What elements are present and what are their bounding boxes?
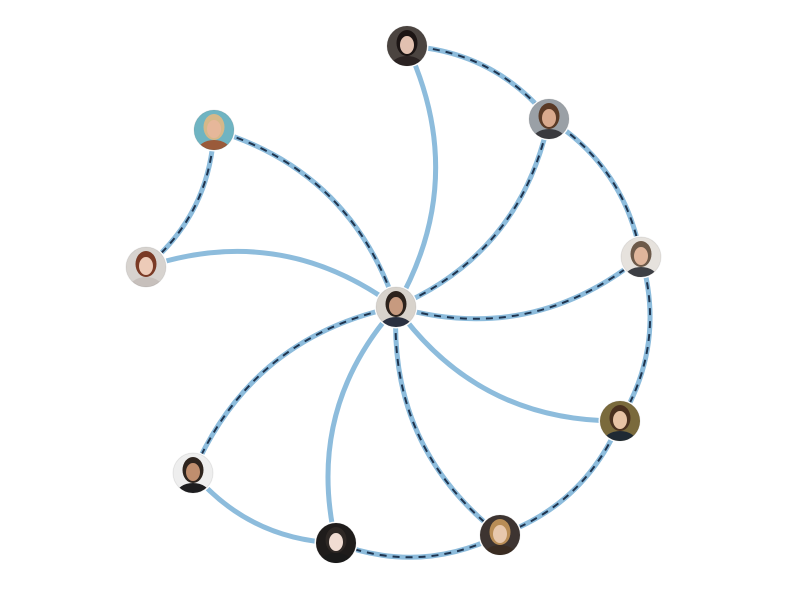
man-tuxedo-avatar	[173, 453, 213, 493]
woman-red-hair-avatar	[126, 247, 166, 287]
edge-center-bottom-right	[393, 304, 503, 538]
edge-center-upper-left	[211, 127, 399, 310]
node-bottom-right[interactable]	[478, 513, 522, 570]
nodes-layer	[124, 24, 663, 578]
node-upper-left[interactable]	[192, 108, 236, 165]
woman-dark-hair-avatar	[387, 26, 427, 66]
edge-center-bottom	[325, 304, 399, 546]
edge-lower-right-bottom-right	[497, 418, 623, 538]
node-top[interactable]	[385, 24, 429, 81]
young-man-avatar	[529, 99, 569, 139]
woman-brunette-avatar	[600, 401, 640, 441]
node-lower-right[interactable]	[598, 399, 642, 456]
edge-center-upper-right	[393, 116, 552, 310]
node-right[interactable]	[619, 235, 663, 292]
node-center[interactable]	[374, 285, 418, 342]
node-left[interactable]	[124, 245, 168, 302]
edge-right-lower-right	[617, 254, 653, 424]
node-bottom[interactable]	[314, 521, 358, 578]
edge-center-lower-left	[190, 304, 399, 476]
woman-pale-avatar	[316, 523, 356, 563]
edge-center-top	[393, 43, 439, 310]
man-glasses-avatar	[621, 237, 661, 277]
edge-bottom-right-bottom	[333, 532, 503, 560]
woman-blonde-teal-avatar	[194, 110, 234, 150]
node-upper-right[interactable]	[527, 97, 571, 154]
man-suit-avatar	[376, 287, 416, 327]
edge-upper-left-left	[143, 127, 217, 270]
edge-center-left	[143, 248, 399, 310]
woman-blonde-avatar	[480, 515, 520, 555]
edge-center-lower-right	[393, 304, 623, 424]
edge-bottom-lower-left	[190, 470, 339, 546]
node-lower-left[interactable]	[171, 451, 215, 508]
edge-center-right	[393, 254, 644, 322]
edge-upper-right-right	[546, 116, 644, 260]
